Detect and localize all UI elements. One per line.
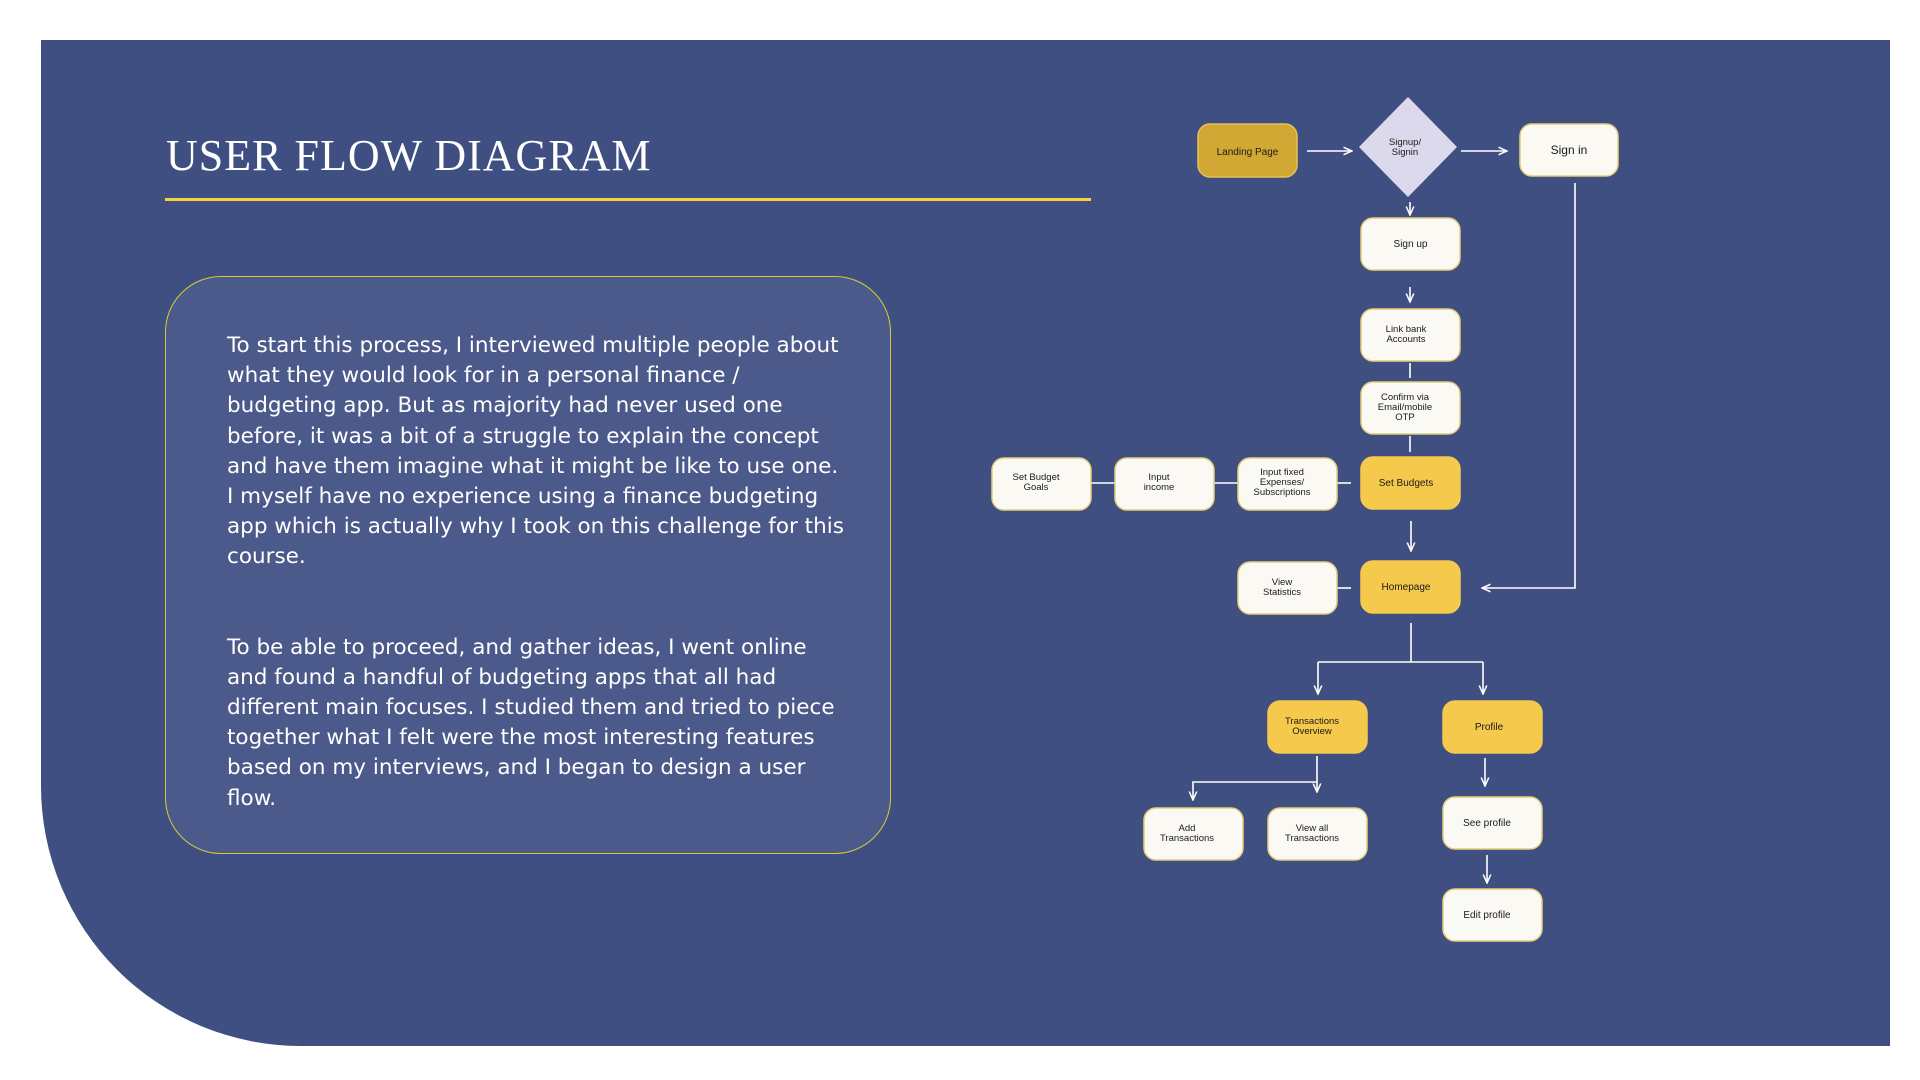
node-transactions-overview: Transactions Overview — [1267, 700, 1368, 754]
description-paragraph-2: To be able to proceed, and gather ideas,… — [227, 634, 835, 811]
node-label-line-2: Statistics — [1263, 587, 1301, 598]
page-title: USER FLOW DIAGRAM — [166, 131, 652, 180]
node-signup-signin-decision: Signup/ Signin — [1359, 97, 1457, 197]
node-sign-in: Sign in — [1519, 123, 1619, 177]
node-label-line-1: View — [1272, 577, 1293, 588]
node-homepage: Homepage — [1360, 560, 1461, 614]
node-label-line-1: Link bank — [1386, 324, 1427, 335]
node-label-line-2: Transactions — [1285, 833, 1339, 844]
node-label-line-2: Transactions — [1160, 833, 1214, 844]
node-view-statistics: View Statistics — [1237, 561, 1338, 615]
node-label-line-1: Input fixed — [1260, 467, 1304, 478]
node-label-line-1: Add — [1179, 823, 1196, 834]
connector-to-add-transactions — [1193, 781, 1317, 800]
node-add-transactions: Add Transactions — [1143, 807, 1244, 861]
node-label: Sign up — [1394, 239, 1428, 250]
node-view-all-transactions: View all Transactions — [1267, 807, 1368, 861]
node-label-line-2: Accounts — [1386, 334, 1425, 345]
node-label-line-1: Set Budget — [1012, 472, 1059, 483]
user-flow-diagram: Landing Page Signup/ Signin Sign in Sign… — [991, 97, 1619, 942]
node-landing-page: Landing Page — [1197, 123, 1298, 178]
node-label-line-2: income — [1144, 482, 1175, 493]
node-confirm-otp: Confirm via Email/mobile OTP — [1360, 381, 1461, 435]
node-set-budgets: Set Budgets — [1360, 456, 1461, 510]
node-sign-up: Sign up — [1360, 217, 1461, 271]
node-see-profile: See profile — [1442, 796, 1543, 850]
node-label-line-3: Subscriptions — [1253, 487, 1310, 498]
node-label-line-2: Goals — [1024, 482, 1049, 493]
node-profile: Profile — [1442, 700, 1543, 754]
description-card: To start this process, I interviewed mul… — [165, 276, 891, 854]
connector-signin-to-homepage — [1482, 183, 1576, 588]
node-label-line-2: Signin — [1392, 147, 1418, 158]
description-paragraph-1: To start this process, I interviewed mul… — [227, 333, 844, 570]
title-underline — [165, 198, 1091, 201]
node-label: Edit profile — [1463, 910, 1511, 921]
node-label-line-1: Confirm via — [1381, 392, 1430, 403]
node-label-line-1: Input — [1148, 472, 1169, 483]
node-label: Set Budgets — [1379, 478, 1433, 489]
node-label-line-2: Overview — [1292, 726, 1332, 737]
node-label-line-3: OTP — [1395, 412, 1415, 423]
node-label-line-1: View all — [1296, 823, 1329, 834]
node-label-line-2: Email/mobile — [1378, 402, 1432, 413]
node-link-bank-accounts: Link bank Accounts — [1360, 308, 1461, 362]
node-label: Profile — [1475, 722, 1504, 733]
flow-connectors — [1091, 151, 1576, 883]
node-input-income: Input income — [1114, 457, 1215, 511]
node-set-budget-goals: Set Budget Goals — [991, 457, 1092, 511]
node-label: Sign in — [1551, 143, 1588, 157]
node-label: Landing Page — [1217, 147, 1279, 158]
node-label-line-1: Signup/ — [1389, 137, 1422, 148]
node-label: See profile — [1463, 818, 1511, 829]
node-edit-profile: Edit profile — [1442, 888, 1543, 942]
node-label-line-1: Transactions — [1285, 716, 1339, 727]
node-label-line-2: Expenses/ — [1260, 477, 1305, 488]
node-input-fixed-expenses: Input fixed Expenses/ Subscriptions — [1237, 457, 1338, 511]
node-label: Homepage — [1382, 582, 1431, 593]
slide-background: USER FLOW DIAGRAM To start this process,… — [41, 40, 1890, 1046]
